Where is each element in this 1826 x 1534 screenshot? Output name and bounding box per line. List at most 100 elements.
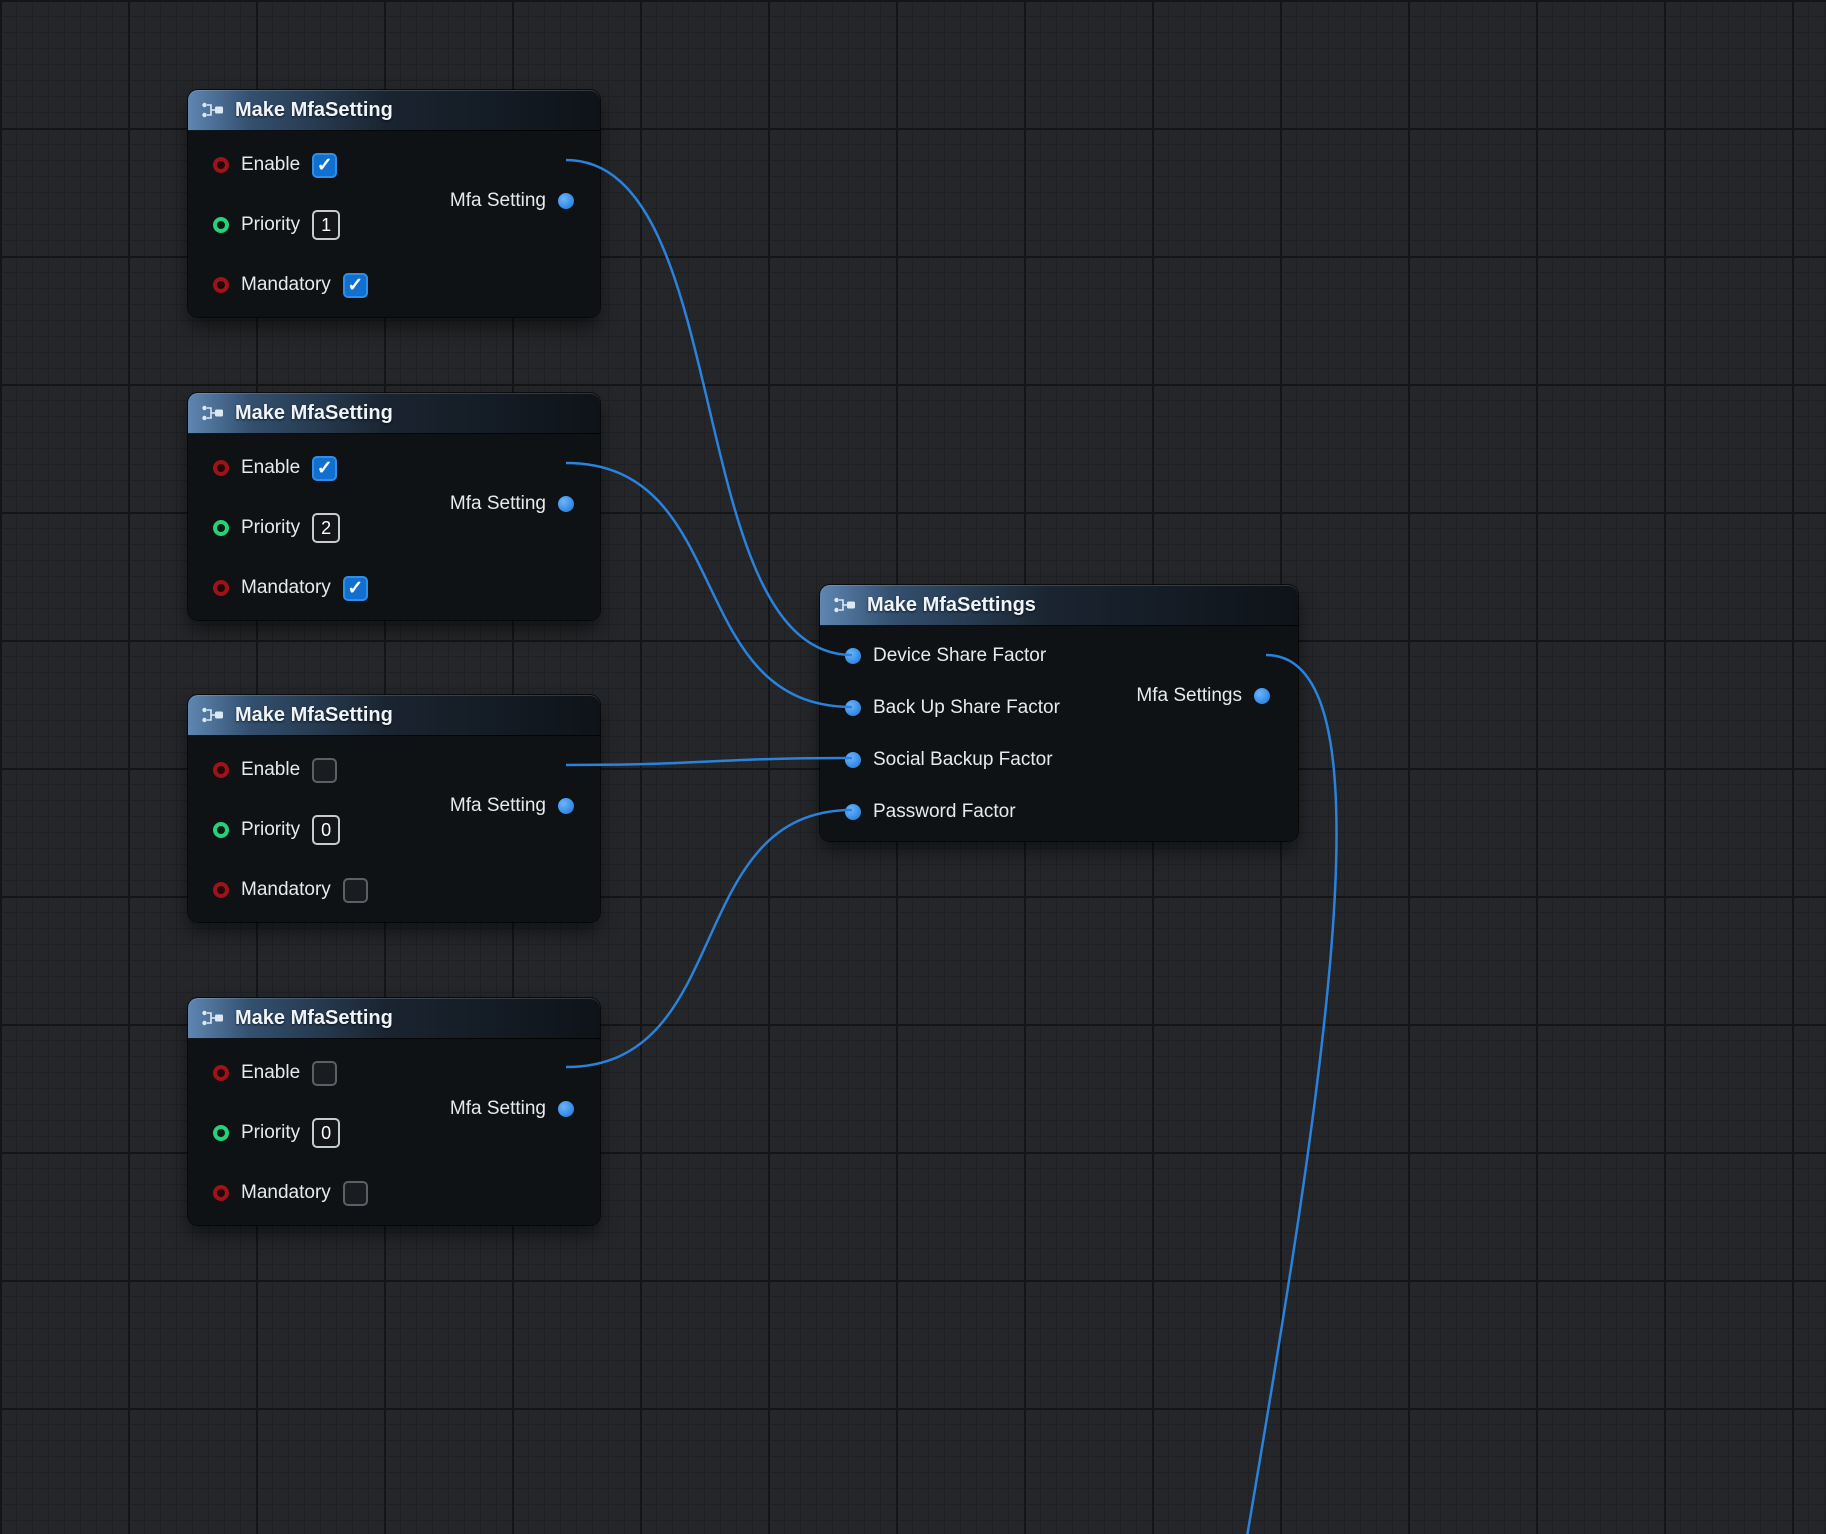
enable-label: Enable <box>241 759 301 780</box>
mfa-setting-output-pin[interactable] <box>558 193 574 209</box>
node-title: Make MfaSetting <box>235 703 393 726</box>
wire-setting1-to-device-share[interactable] <box>565 158 853 657</box>
node-body: Enable Priority 2 Mandatory Mfa Setting <box>188 434 600 618</box>
node-title: Make MfaSetting <box>235 401 393 424</box>
node-body: Enable Priority 1 Mandatory Mfa Setting <box>188 131 600 315</box>
node-make-mfasetting-2[interactable]: Make MfaSetting Enable Priority 2 Mandat… <box>188 393 600 620</box>
make-struct-icon <box>201 706 225 724</box>
node-make-mfasetting-3[interactable]: Make MfaSetting Enable Priority 0 Mandat… <box>188 695 600 922</box>
make-struct-icon <box>201 1009 225 1027</box>
output-row: Mfa Setting <box>450 486 574 522</box>
node-header[interactable]: Make MfaSetting <box>188 695 600 736</box>
mandatory-row: Mandatory <box>188 860 600 920</box>
enable-row: Enable <box>188 740 600 800</box>
password-factor-label: Password Factor <box>873 801 1016 822</box>
priority-row: Priority 0 <box>188 800 600 860</box>
priority-input[interactable]: 0 <box>312 1118 341 1148</box>
mandatory-checkbox[interactable] <box>342 877 368 903</box>
password-factor-pin[interactable] <box>845 804 861 820</box>
priority-pin[interactable] <box>213 520 229 536</box>
mfa-settings-output-pin[interactable] <box>1254 688 1270 704</box>
priority-input[interactable]: 1 <box>312 210 341 240</box>
mandatory-row: Mandatory <box>188 1163 600 1223</box>
node-make-mfasetting-1[interactable]: Make MfaSetting Enable Priority 1 Mandat… <box>188 90 600 317</box>
enable-checkbox[interactable] <box>312 1060 338 1086</box>
enable-pin[interactable] <box>213 157 229 173</box>
enable-checkbox[interactable] <box>312 757 338 783</box>
enable-pin[interactable] <box>213 762 229 778</box>
enable-label: Enable <box>241 1062 301 1083</box>
wire-setting4-to-password[interactable] <box>565 808 853 1069</box>
mfa-setting-output-pin[interactable] <box>558 496 574 512</box>
node-header[interactable]: Make MfaSetting <box>188 90 600 131</box>
enable-checkbox[interactable] <box>312 455 338 481</box>
priority-row: Priority 1 <box>188 195 600 255</box>
output-row: Mfa Setting <box>450 1091 574 1127</box>
wire-setting3-to-social-backup[interactable] <box>565 756 853 767</box>
node-title: Make MfaSettings <box>867 593 1036 616</box>
mandatory-label: Mandatory <box>241 274 331 295</box>
node-header[interactable]: Make MfaSettings <box>820 585 1298 626</box>
mfa-settings-output-label: Mfa Settings <box>1136 685 1242 706</box>
output-row: Mfa Setting <box>450 183 574 219</box>
password-factor-row: Password Factor <box>820 786 1298 838</box>
node-body: Enable Priority 0 Mandatory Mfa Setting <box>188 736 600 920</box>
mfa-setting-output-pin[interactable] <box>558 798 574 814</box>
priority-pin[interactable] <box>213 1125 229 1141</box>
priority-row: Priority 2 <box>188 498 600 558</box>
enable-row: Enable <box>188 1043 600 1103</box>
mandatory-row: Mandatory <box>188 255 600 315</box>
make-struct-icon <box>201 404 225 422</box>
priority-label: Priority <box>241 819 301 840</box>
node-header[interactable]: Make MfaSetting <box>188 998 600 1039</box>
priority-pin[interactable] <box>213 822 229 838</box>
enable-row: Enable <box>188 135 600 195</box>
device-share-factor-pin[interactable] <box>845 648 861 664</box>
mandatory-checkbox[interactable] <box>342 272 368 298</box>
social-backup-factor-row: Social Backup Factor <box>820 734 1298 786</box>
mandatory-pin[interactable] <box>213 277 229 293</box>
enable-checkbox[interactable] <box>312 152 338 178</box>
device-share-factor-row: Device Share Factor <box>820 630 1298 682</box>
wire-setting2-to-backup-share[interactable] <box>565 461 853 709</box>
node-header[interactable]: Make MfaSetting <box>188 393 600 434</box>
priority-pin[interactable] <box>213 217 229 233</box>
mfa-setting-output-label: Mfa Setting <box>449 493 546 514</box>
priority-label: Priority <box>241 214 301 235</box>
mandatory-pin[interactable] <box>213 882 229 898</box>
enable-label: Enable <box>241 154 301 175</box>
enable-label: Enable <box>241 457 301 478</box>
mandatory-pin[interactable] <box>213 580 229 596</box>
node-make-mfasetting-4[interactable]: Make MfaSetting Enable Priority 0 Mandat… <box>188 998 600 1225</box>
mandatory-checkbox[interactable] <box>342 1180 368 1206</box>
enable-pin[interactable] <box>213 460 229 476</box>
priority-input[interactable]: 0 <box>312 815 341 845</box>
mandatory-label: Mandatory <box>241 577 331 598</box>
node-title: Make MfaSetting <box>235 98 393 121</box>
priority-input[interactable]: 2 <box>312 513 341 543</box>
output-row: Mfa Setting <box>450 788 574 824</box>
make-struct-icon <box>201 101 225 119</box>
mandatory-label: Mandatory <box>241 1182 331 1203</box>
enable-pin[interactable] <box>213 1065 229 1081</box>
output-row: Mfa Settings <box>1136 678 1270 714</box>
node-make-mfasettings[interactable]: Make MfaSettings Device Share Factor Bac… <box>820 585 1298 841</box>
mandatory-pin[interactable] <box>213 1185 229 1201</box>
mandatory-label: Mandatory <box>241 879 331 900</box>
node-body: Device Share Factor Back Up Share Factor… <box>820 626 1298 838</box>
social-backup-factor-pin[interactable] <box>845 752 861 768</box>
mfa-setting-output-pin[interactable] <box>558 1101 574 1117</box>
mfa-setting-output-label: Mfa Setting <box>449 190 546 211</box>
mfa-setting-output-label: Mfa Setting <box>449 795 546 816</box>
mandatory-checkbox[interactable] <box>342 575 368 601</box>
node-title: Make MfaSetting <box>235 1006 393 1029</box>
backup-share-factor-pin[interactable] <box>845 700 861 716</box>
mandatory-row: Mandatory <box>188 558 600 618</box>
backup-share-factor-label: Back Up Share Factor <box>873 697 1060 718</box>
device-share-factor-label: Device Share Factor <box>873 645 1047 666</box>
mfa-setting-output-label: Mfa Setting <box>449 1098 546 1119</box>
enable-row: Enable <box>188 438 600 498</box>
priority-row: Priority 0 <box>188 1103 600 1163</box>
node-body: Enable Priority 0 Mandatory Mfa Setting <box>188 1039 600 1223</box>
